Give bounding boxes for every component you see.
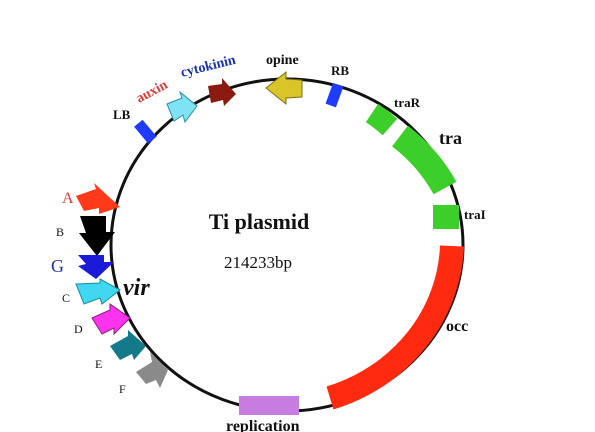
vir-D-label: D [74, 322, 83, 336]
lb-label: LB [113, 107, 131, 122]
vir-G-arrow [78, 255, 114, 279]
opine-label: opine [266, 53, 299, 68]
vir-E-label: E [95, 357, 102, 371]
opine-arrow [265, 70, 303, 106]
traR-segment [365, 103, 398, 136]
occ-segment [326, 245, 464, 410]
plasmid-name: Ti plasmid [209, 209, 309, 234]
plasmid-size: 214233bp [224, 253, 292, 272]
vir-F-arrow [136, 352, 168, 388]
replication-label: replication [226, 418, 300, 432]
traI-segment [433, 205, 459, 229]
tra-segment [391, 125, 457, 195]
vir-D-arrow [91, 303, 131, 336]
cytokinin-arrow [208, 78, 236, 106]
vir-F-label: F [119, 382, 126, 396]
vir-C-label: C [62, 291, 70, 305]
vir-C-arrow [75, 278, 121, 305]
rb-label: RB [331, 63, 349, 78]
occ-label: occ [446, 318, 468, 335]
vir-E-arrow [110, 330, 146, 360]
auxin-label: auxin [134, 77, 171, 106]
vir-G-label: G [51, 256, 64, 276]
vir-label: vir [123, 275, 150, 301]
vir-B-arrow [79, 216, 115, 256]
auxin-arrow [166, 90, 198, 124]
lb-marker [134, 119, 157, 144]
traI-label: traI [464, 207, 486, 222]
vir-A-label: A [62, 190, 74, 207]
vir-A-arrow [76, 183, 120, 214]
rb-marker [325, 82, 344, 108]
traR-label: traR [394, 95, 421, 110]
tra-label: tra [439, 128, 462, 148]
replication-segment [239, 396, 299, 415]
vir-B-label: B [56, 225, 64, 239]
cytokinin-label: cytokinin [179, 53, 237, 81]
